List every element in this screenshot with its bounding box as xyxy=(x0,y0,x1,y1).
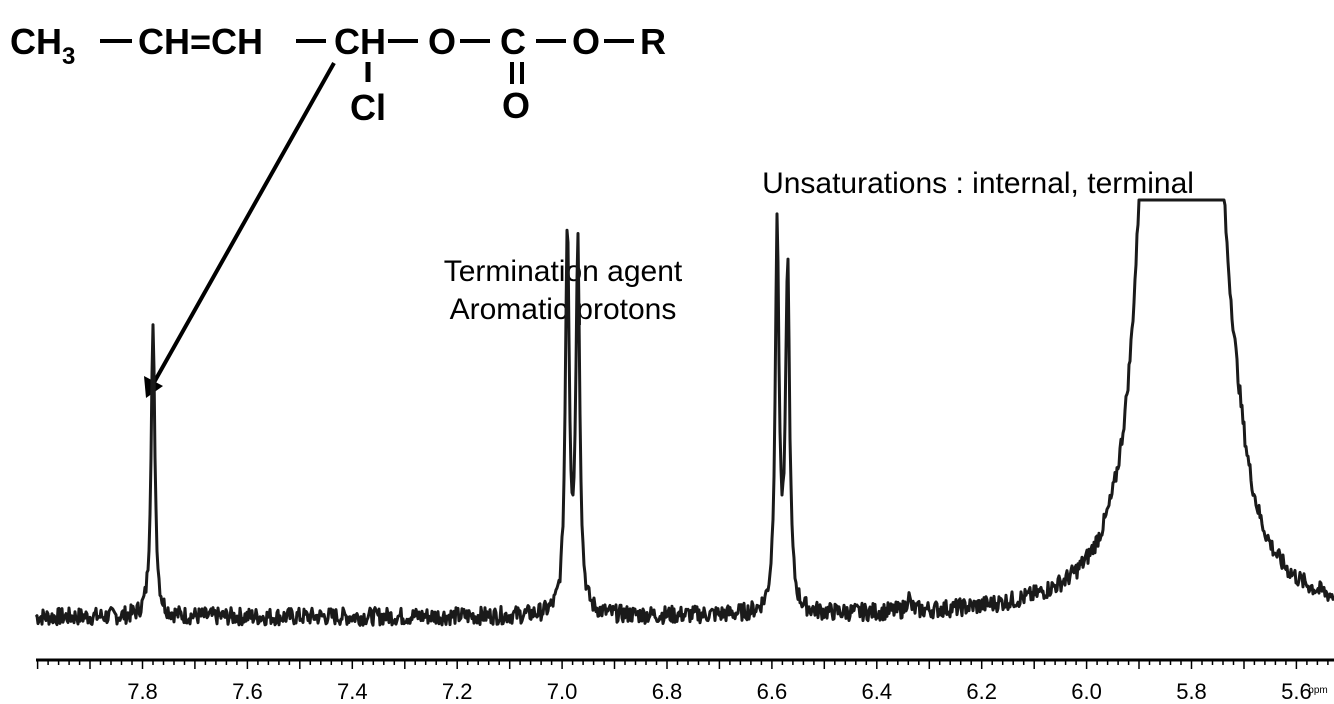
tick-label: 6.6 xyxy=(757,679,788,704)
pointer-arrow xyxy=(144,62,336,398)
tick-label: 6.8 xyxy=(652,679,683,704)
tick-label: 7.4 xyxy=(337,679,368,704)
group-ch-ch: CH=CH xyxy=(138,21,263,62)
ppm-axis: 7.87.67.47.27.06.86.66.46.26.05.85.65.45… xyxy=(36,658,1334,704)
nmr-spectrum xyxy=(34,198,1334,627)
tick-label: 7.6 xyxy=(232,679,263,704)
annotation-aromatic-protons: Aromatic protons xyxy=(450,293,677,326)
group-chcl: CH xyxy=(334,21,386,62)
annotation-unsaturations: Unsaturations : internal, terminal xyxy=(762,167,1194,200)
chemical-structure: CH3 CH=CH CH O C O R Cl O xyxy=(10,21,666,128)
atom-o-ether: O xyxy=(572,21,600,62)
axis-unit-label: ppm xyxy=(1308,685,1327,696)
group-ch3: CH3 xyxy=(10,21,75,70)
tick-label: 6.4 xyxy=(862,679,893,704)
tick-label: 5.8 xyxy=(1176,679,1207,704)
tick-label: 6.2 xyxy=(966,679,997,704)
annotation-termination-agent: Termination agent xyxy=(444,255,683,288)
atom-c-carbonyl: C xyxy=(500,21,526,62)
tick-label: 7.2 xyxy=(442,679,473,704)
tick-label: 6.0 xyxy=(1071,679,1102,704)
group-r: R xyxy=(640,21,666,62)
atom-cl: Cl xyxy=(350,87,386,128)
atom-o-ester: O xyxy=(428,21,456,62)
spectrum-line xyxy=(34,198,1334,627)
tick-label: 7.8 xyxy=(127,679,158,704)
atom-o-carbonyl: O xyxy=(502,85,530,126)
tick-label: 5.6 xyxy=(1281,679,1312,704)
tick-label: 7.0 xyxy=(547,679,578,704)
